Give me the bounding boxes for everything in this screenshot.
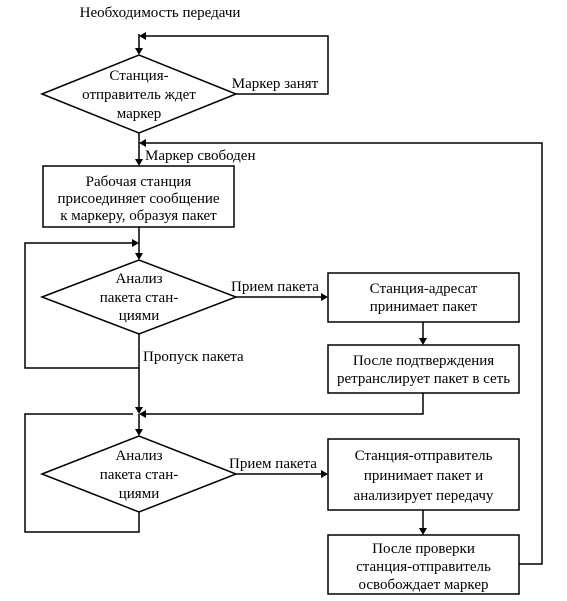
process-retransmit-line-1: После подтверждения — [353, 353, 494, 369]
arrowhead-release-return — [139, 139, 146, 147]
arrowhead-accept-packet-1 — [321, 293, 328, 301]
arrowhead-into-decision-1 — [135, 48, 143, 55]
connector-marker-busy-loop — [145, 35, 329, 95]
connector-release-return — [145, 142, 543, 565]
arrowhead-into-process-3 — [419, 338, 427, 345]
process-retransmit-line-2: ретранслирует пакет в сеть — [337, 371, 510, 387]
decision-wait-marker-line-2: отправитель ждет — [82, 87, 196, 103]
process-attach-message-line-2: присоединяет сообщение — [57, 191, 219, 207]
process-retransmit — [327, 344, 520, 394]
process-receiver-accepts-line-1: Станция-адресат — [370, 281, 478, 297]
decision-analyze-packet-2-line-2: пакета стан- — [100, 467, 178, 483]
arrowhead-loop-decision-2 — [132, 239, 139, 247]
decision-wait-marker-line-3: маркер — [117, 106, 162, 122]
process-attach-message-line-3: к маркеру, образуя пакет — [60, 208, 217, 224]
process-receiver-accepts-line-2: принимает пакет — [370, 299, 478, 315]
process-sender-analyzes-line-1: Станция-отправитель — [355, 448, 493, 464]
arrowhead-skip-packet — [135, 407, 143, 414]
process-sender-analyzes-line-3: анализирует передачу — [354, 488, 494, 504]
decision-analyze-packet-1-line-2: пакета стан- — [100, 290, 178, 306]
connector-retransmit-return — [145, 393, 424, 415]
decision-analyze-packet-2-line-3: циями — [119, 486, 159, 502]
label-marker-busy: Маркер занят — [232, 76, 319, 92]
label-accept-packet-2: Прием пакета — [229, 456, 317, 472]
process-sender-analyzes-line-2: принимает пакет и — [364, 468, 483, 484]
label-accept-packet-1: Прием пакета — [231, 279, 319, 295]
arrowhead-accept-packet-2 — [321, 470, 328, 478]
decision-analyze-packet-2-line-1: Анализ — [115, 448, 162, 464]
arrowhead-busy-loop — [139, 32, 146, 40]
connector-loop-decision-2 — [24, 242, 140, 369]
process-sender-analyzes — [327, 438, 520, 511]
arrowhead-into-process-1 — [135, 159, 143, 166]
process-release-marker-line-3: освобождает маркер — [358, 577, 488, 593]
arrowhead-into-process-5 — [419, 528, 427, 535]
label-marker-free: Маркер свободен — [145, 148, 255, 164]
decision-analyze-packet-1-line-1: Анализ — [115, 271, 162, 287]
decision-analyze-packet-1-line-3: циями — [119, 308, 159, 324]
process-release-marker-line-1: После проверки — [372, 541, 475, 557]
arrowhead-retransmit-return — [139, 410, 146, 418]
arrowhead-into-decision-3 — [135, 429, 143, 436]
decision-wait-marker-line-1: Станция- — [109, 68, 168, 84]
process-attach-message — [42, 165, 235, 228]
label-skip-packet: Пропуск пакета — [143, 349, 244, 365]
process-release-marker — [327, 534, 520, 595]
connector-loop-decision-3 — [24, 413, 140, 533]
process-attach-message-line-1: Рабочая станция — [86, 174, 192, 190]
process-release-marker-line-2: станция-отправитель — [356, 559, 491, 575]
arrowhead-into-decision-2 — [135, 253, 143, 260]
start-label: Необходимость передачи — [80, 5, 241, 21]
